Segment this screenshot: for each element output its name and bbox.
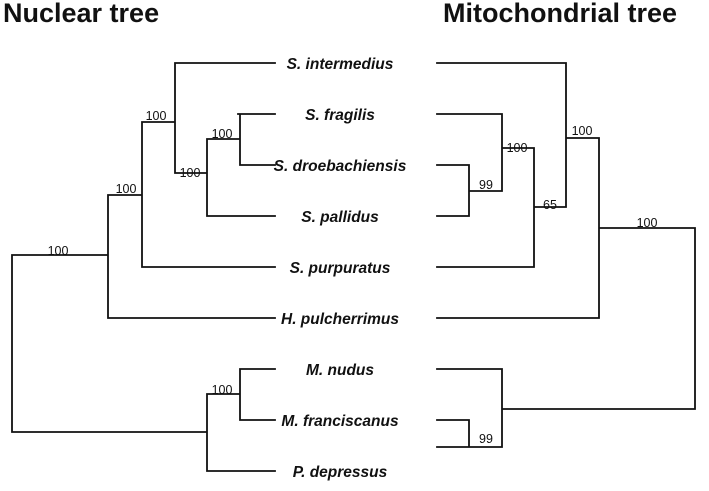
taxon-label-s-droebachiensis: S. droebachiensis — [274, 158, 407, 175]
nuclear-support-label: 100 — [180, 166, 201, 180]
mitochondrial-tree-title: Mitochondrial tree — [443, 0, 677, 28]
taxon-label-s-purpuratus: S. purpuratus — [290, 260, 391, 277]
taxon-label-h-pulcherrimus: H. pulcherrimus — [281, 311, 399, 328]
mitochondrial-tree: 99 100 65 100 100 99 — [436, 62, 696, 448]
mitochondrial-tree-branches — [436, 62, 696, 448]
mitochondrial-support-label: 100 — [507, 141, 528, 155]
taxon-labels: S. intermedius S. fragilis S. droebachie… — [274, 56, 407, 481]
nuclear-support-label: 100 — [48, 244, 69, 258]
taxon-label-s-fragilis: S. fragilis — [305, 107, 375, 124]
nuclear-support-label: 100 — [212, 383, 233, 397]
mitochondrial-support-label: 100 — [637, 216, 658, 230]
mitochondrial-support-label: 99 — [479, 432, 493, 446]
mitochondrial-support-label: 100 — [572, 124, 593, 138]
taxon-label-s-pallidus: S. pallidus — [301, 209, 379, 226]
nuclear-tree: 100 100 100 100 100 100 — [11, 62, 276, 472]
taxon-label-m-franciscanus: M. franciscanus — [281, 413, 399, 430]
nuclear-support-label: 100 — [146, 109, 167, 123]
taxon-label-s-intermedius: S. intermedius — [287, 56, 394, 73]
nuclear-tree-branches — [11, 62, 276, 472]
mitochondrial-support-label: 65 — [543, 198, 557, 212]
nuclear-tree-title: Nuclear tree — [3, 0, 159, 28]
taxon-label-m-nudus: M. nudus — [306, 362, 374, 379]
nuclear-support-label: 100 — [212, 127, 233, 141]
mitochondrial-support-label: 99 — [479, 178, 493, 192]
taxon-label-p-depressus: P. depressus — [293, 464, 388, 481]
nuclear-support-label: 100 — [116, 182, 137, 196]
